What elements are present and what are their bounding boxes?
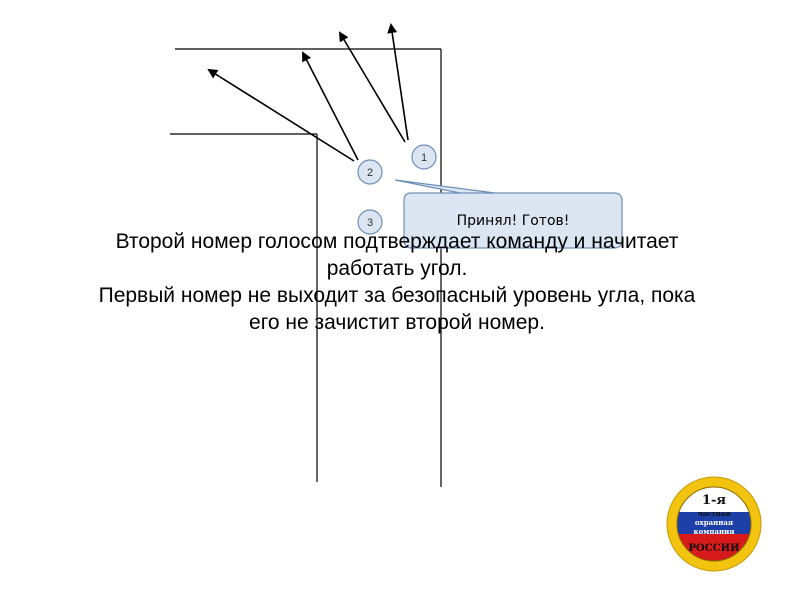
caption-line-2: работать угол. xyxy=(326,257,468,280)
company-logo: 1-я частная охранная компания РОССИИ xyxy=(666,476,762,572)
speech-bubble: Принял! Готов! xyxy=(394,179,623,249)
node-1-circle xyxy=(411,144,437,170)
caption-line-3: Первый номер не выходит за безопасный ур… xyxy=(98,284,696,307)
node-1: 1 xyxy=(411,144,437,170)
logo-text-bottom: РОССИИ xyxy=(688,543,739,554)
corridor-walls xyxy=(170,48,442,487)
arrow-2a xyxy=(302,51,359,161)
node-3: 3 xyxy=(357,209,383,235)
speech-bubble-text: Принял! Готов! xyxy=(457,213,570,229)
node-3-circle xyxy=(357,209,383,235)
node-2-circle xyxy=(357,159,383,185)
speech-bubble-shape xyxy=(394,179,623,249)
node-2: 2 xyxy=(357,159,383,185)
node-3-label: 3 xyxy=(367,217,373,229)
arrow-2b xyxy=(207,68,355,162)
logo-text-mid3: компания xyxy=(694,527,735,536)
node-1-label: 1 xyxy=(421,152,427,164)
caption-line-1: Второй номер голосом подтверждает команд… xyxy=(115,230,679,253)
logo-text-top: 1-я xyxy=(702,493,726,508)
sector-arrows xyxy=(207,23,409,162)
caption-line-4: его не зачистит второй номер. xyxy=(249,311,545,334)
node-2-label: 2 xyxy=(367,167,373,179)
logo-stripe-blue xyxy=(677,512,751,534)
arrow-1b xyxy=(338,31,406,143)
logo-inner-border xyxy=(676,486,752,562)
arrow-1a xyxy=(387,23,409,141)
logo-text-mid1: частная xyxy=(697,509,730,518)
logo-text-mid2: охранная xyxy=(695,518,733,527)
